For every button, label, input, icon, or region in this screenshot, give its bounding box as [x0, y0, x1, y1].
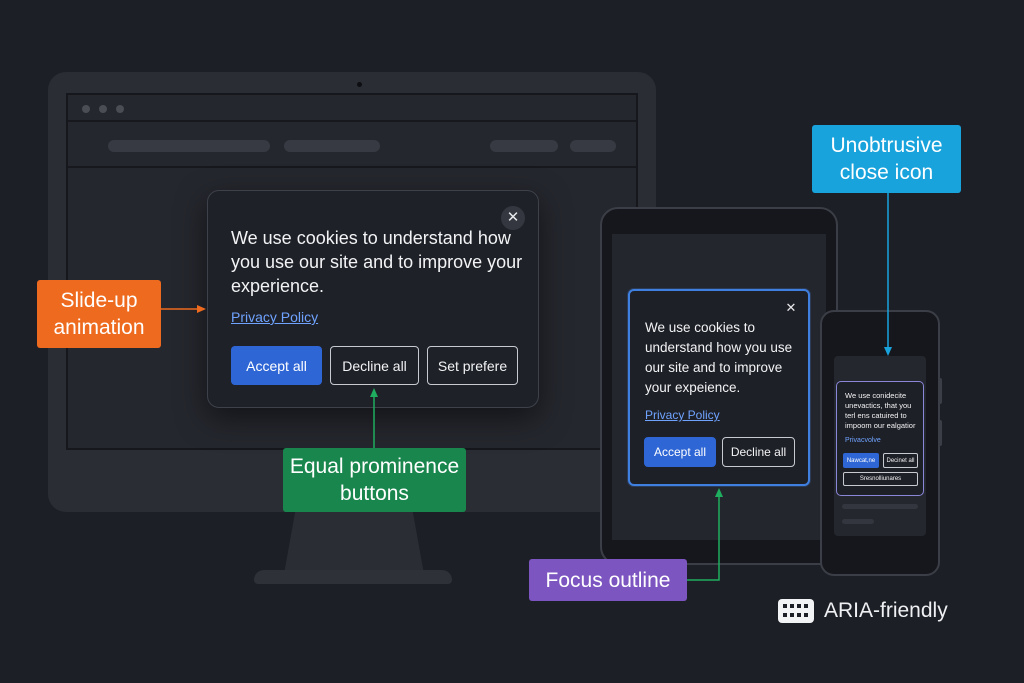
- equal-prominence-arrowhead: [370, 388, 378, 397]
- focus-outline-connector: [687, 496, 720, 581]
- decline-all-button[interactable]: Decinet all: [883, 453, 918, 468]
- privacy-policy-link[interactable]: Privacy Policy: [231, 309, 319, 325]
- aria-friendly-badge: ARIA-friendly: [778, 596, 968, 626]
- monitor-camera: [357, 82, 362, 87]
- monitor-base: [254, 570, 452, 584]
- cookie-message: We use cookies to understand how you use…: [231, 228, 523, 296]
- tablet-cookie-banner: [628, 289, 810, 486]
- phone-side-button: [938, 378, 942, 404]
- close-icon[interactable]: ✕: [785, 300, 797, 315]
- phone-side-button: [938, 420, 942, 446]
- window-dot: [82, 105, 90, 113]
- slide-up-animation-callout: Slide-up animation: [37, 280, 161, 348]
- set-preferences-button[interactable]: Sresnolliunares: [843, 472, 918, 486]
- accept-all-button[interactable]: Accept all: [231, 346, 322, 385]
- browser-nav-placeholder: [68, 124, 636, 168]
- window-dot: [116, 105, 124, 113]
- nav-placeholder-pill: [284, 140, 380, 152]
- browser-titlebar: [68, 95, 636, 122]
- set-preferences-button[interactable]: Set prefere: [427, 346, 518, 385]
- slide-up-arrowhead: [197, 305, 206, 313]
- keyboard-icon: [778, 599, 814, 623]
- privacy-policy-link[interactable]: Privacy Policy: [645, 408, 720, 422]
- cookie-message: We use cookies to understand how you use…: [645, 320, 793, 395]
- decline-all-button[interactable]: Decline all: [722, 437, 795, 467]
- close-icon-arrowhead: [884, 347, 892, 356]
- equal-prominence-callout: Equal prominence buttons: [283, 448, 466, 512]
- accept-all-button[interactable]: Nawcat,ne: [843, 453, 879, 468]
- window-dot: [99, 105, 107, 113]
- aria-friendly-label: ARIA-friendly: [824, 599, 948, 622]
- nav-placeholder-pill: [490, 140, 558, 152]
- cookie-message: We use conidecite unevactics, that you t…: [845, 391, 916, 430]
- unobtrusive-close-icon-callout: Unobtrusive close icon: [812, 125, 961, 193]
- focus-outline-callout: Focus outline: [529, 559, 687, 601]
- content-placeholder-line: [842, 519, 874, 524]
- content-placeholder-line: [842, 504, 918, 509]
- decline-all-button[interactable]: Decline all: [330, 346, 419, 385]
- accept-all-button[interactable]: Accept all: [644, 437, 716, 467]
- focus-outline-arrowhead: [715, 488, 723, 497]
- monitor-stand: [284, 512, 424, 574]
- nav-placeholder-pill: [570, 140, 616, 152]
- nav-placeholder-pill: [108, 140, 270, 152]
- close-icon[interactable]: ✕: [501, 206, 525, 230]
- phone-cookie-banner: [836, 381, 924, 496]
- privacy-policy-link[interactable]: Privacvolve: [845, 437, 881, 444]
